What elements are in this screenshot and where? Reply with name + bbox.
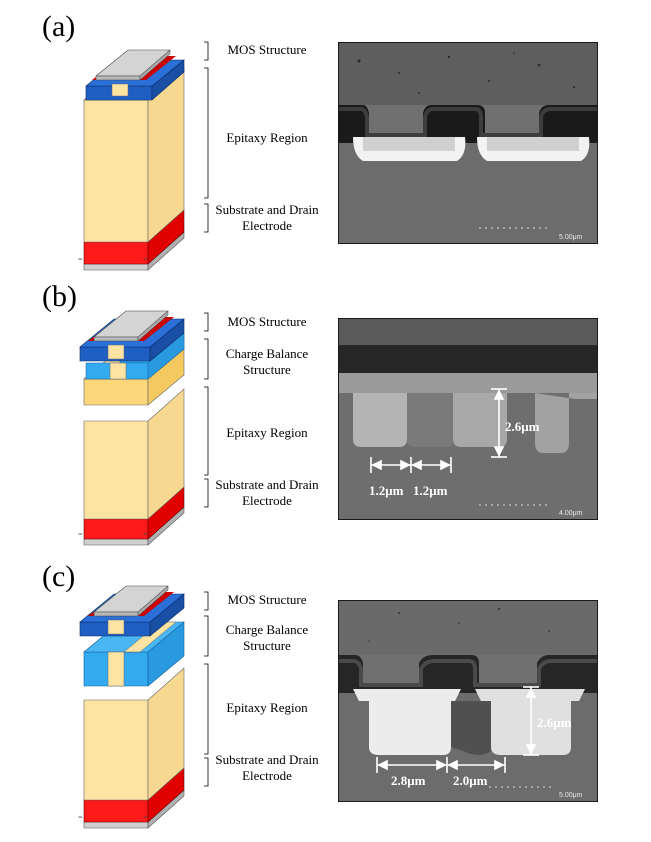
panel-label-c: (c) bbox=[42, 560, 76, 593]
sem-image-a: 5.00μm bbox=[338, 42, 598, 244]
annot-c-charge-balance: Charge Balance Structure bbox=[225, 622, 309, 653]
dim-label-depth-b: 2.6μm bbox=[505, 419, 540, 434]
substrate-front bbox=[83, 799, 149, 823]
dim-label-width-c1: 2.8μm bbox=[391, 773, 426, 788]
dim-depth-b bbox=[491, 388, 507, 458]
svg-text:=: = bbox=[143, 255, 148, 264]
svg-text:=: = bbox=[78, 255, 83, 264]
dim-label-width-b1: 1.2μm bbox=[369, 483, 404, 498]
scale-label-c: 5.00μm bbox=[559, 792, 583, 799]
svg-text:=: = bbox=[143, 813, 148, 822]
annot-b-charge-balance: Charge Balance Structure bbox=[225, 346, 309, 377]
p-pillar-2 bbox=[475, 689, 585, 755]
annot-c-mos: MOS Structure bbox=[227, 592, 307, 607]
svg-text:=: = bbox=[78, 530, 83, 539]
annot-a-mos: MOS Structure bbox=[227, 42, 307, 57]
p-pillar-3 bbox=[535, 393, 597, 453]
p-pillar-1 bbox=[339, 393, 407, 447]
substrate-front bbox=[83, 518, 149, 540]
device-diagram-a: = = bbox=[78, 41, 209, 271]
epitaxy-side bbox=[147, 667, 185, 801]
bracket-epitaxy bbox=[204, 67, 209, 199]
sem-image-c: 2.6μm 2.8μm 2.0μm 5.00μm bbox=[338, 600, 598, 802]
annot-c-epitaxy: Epitaxy Region bbox=[226, 700, 308, 715]
charge-balance-column bbox=[107, 651, 125, 687]
svg-text:=: = bbox=[143, 530, 148, 539]
scale-label-b: 4.00μm bbox=[559, 510, 583, 517]
device-diagram-b: = = bbox=[78, 310, 209, 546]
annot-b-mos: MOS Structure bbox=[227, 314, 307, 329]
mos-column-yellow bbox=[111, 83, 129, 97]
panel-label-a: (a) bbox=[42, 10, 76, 43]
epitaxy-side bbox=[147, 388, 185, 520]
bracket-mos bbox=[204, 41, 209, 61]
dim-label-width-b2: 1.2μm bbox=[413, 483, 448, 498]
dim-depth-c bbox=[523, 686, 539, 756]
dim-width-c bbox=[376, 757, 506, 773]
substrate-front bbox=[83, 241, 149, 265]
p-pillar-1 bbox=[353, 689, 461, 755]
drain-electrode-plate bbox=[83, 263, 149, 271]
dim-width-b bbox=[370, 457, 452, 473]
annot-a-epitaxy: Epitaxy Region bbox=[226, 130, 308, 145]
annot-b-epitaxy: Epitaxy Region bbox=[226, 425, 308, 440]
bracket-substrate bbox=[204, 203, 209, 233]
sem-image-b: 2.6μm 1.2μm 1.2μm 4.00μm bbox=[338, 318, 598, 520]
scale-label-a: 5.00μm bbox=[559, 234, 583, 241]
epitaxy-front bbox=[83, 420, 149, 520]
annot-a-substrate: Substrate and Drain Electrode bbox=[215, 202, 319, 233]
charge-balance-front bbox=[83, 378, 149, 406]
panel-label-b: (b) bbox=[42, 280, 77, 313]
p-pillar-2 bbox=[453, 393, 507, 447]
annot-c-substrate: Substrate and Drain Electrode bbox=[215, 752, 319, 783]
dim-label-width-c2: 2.0μm bbox=[453, 773, 488, 788]
dim-label-depth-c: 2.6μm bbox=[537, 715, 572, 730]
epitaxy-front bbox=[83, 99, 149, 243]
svg-text:=: = bbox=[78, 813, 83, 822]
device-diagram-c: = = bbox=[78, 585, 209, 829]
annot-b-substrate: Substrate and Drain Electrode bbox=[215, 477, 319, 508]
epitaxy-front bbox=[83, 699, 149, 801]
